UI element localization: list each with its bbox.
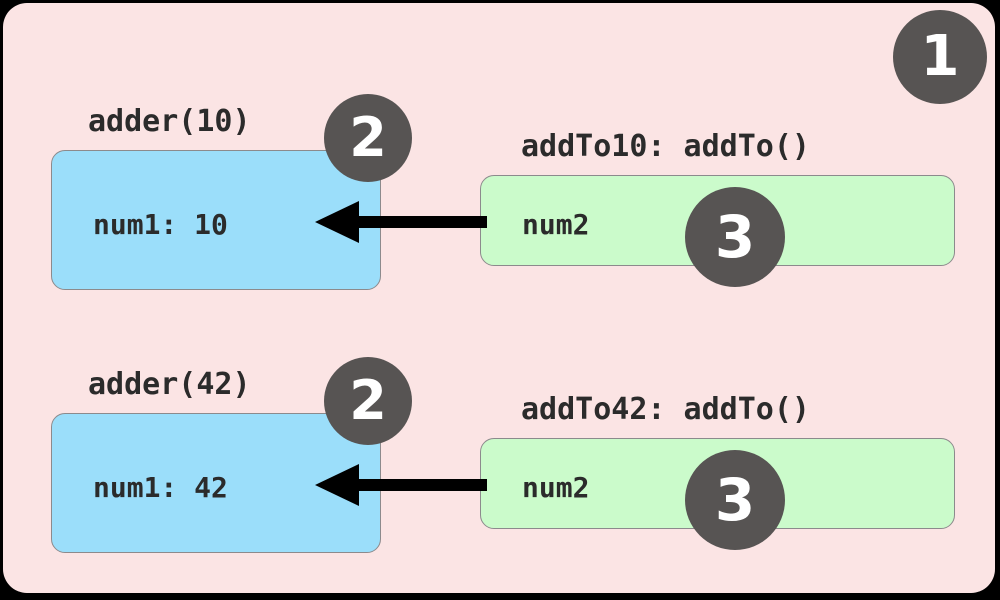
badge-2-closure-adder42: 2 bbox=[324, 357, 412, 445]
closure-label-adder42: adder(42) bbox=[88, 367, 251, 402]
function-variable-num2-top: num2 bbox=[522, 208, 590, 241]
closure-variable-num1-10: num1: 10 bbox=[93, 208, 228, 241]
closure-label-adder10: adder(10) bbox=[88, 104, 251, 139]
reference-arrow-bottom bbox=[315, 464, 487, 506]
badge-1-global-scope: 1 bbox=[893, 10, 987, 104]
closure-variable-num1-42: num1: 42 bbox=[93, 471, 228, 504]
badge-3-function-addTo10: 3 bbox=[685, 187, 785, 287]
function-label-addTo10: addTo10: addTo() bbox=[521, 129, 810, 164]
badge-2-closure-adder10: 2 bbox=[324, 94, 412, 182]
function-variable-num2-bottom: num2 bbox=[522, 471, 590, 504]
reference-arrow-top bbox=[315, 201, 487, 243]
function-label-addTo42: addTo42: addTo() bbox=[521, 392, 810, 427]
badge-3-function-addTo42: 3 bbox=[685, 450, 785, 550]
